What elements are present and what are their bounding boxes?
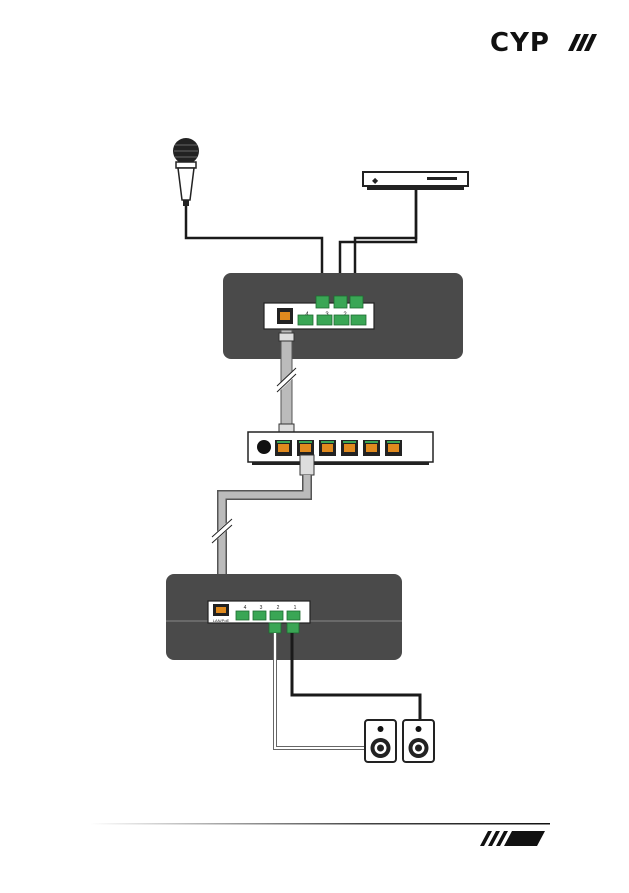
switch-port bbox=[297, 440, 314, 456]
microphone-icon bbox=[173, 138, 199, 206]
encoder-device: 4 3 2 bbox=[223, 273, 463, 359]
decoder-port-label-2: 2 bbox=[277, 605, 280, 611]
switch-port bbox=[363, 440, 380, 456]
decoder-lan-label: LAN/PoE bbox=[213, 618, 230, 623]
network-switch bbox=[248, 432, 433, 465]
decoder-port-label-4: 4 bbox=[244, 605, 247, 611]
decoder-device: LAN/PoE 4 3 2 1 bbox=[166, 574, 402, 660]
cyp-logo: CYP bbox=[490, 28, 597, 58]
decoder-rj45-port bbox=[213, 604, 229, 616]
switch-port bbox=[319, 440, 336, 456]
switch-port bbox=[275, 440, 292, 456]
media-player-icon: ◆ bbox=[363, 172, 468, 190]
encoder-rj45-port bbox=[277, 308, 293, 324]
footer bbox=[90, 823, 550, 846]
footer-stripes-icon bbox=[480, 831, 545, 846]
logo-stripes-icon bbox=[568, 34, 597, 51]
speaker-icon bbox=[403, 720, 434, 762]
decoder-port-label-3: 3 bbox=[260, 605, 263, 611]
decoder-port-label-1: 1 bbox=[294, 605, 297, 611]
switch-port bbox=[341, 440, 358, 456]
logo-text: CYP bbox=[490, 28, 550, 58]
switch-port bbox=[385, 440, 402, 456]
speakers bbox=[365, 720, 434, 762]
svg-text:◆: ◆ bbox=[372, 176, 379, 185]
speaker-icon bbox=[365, 720, 396, 762]
